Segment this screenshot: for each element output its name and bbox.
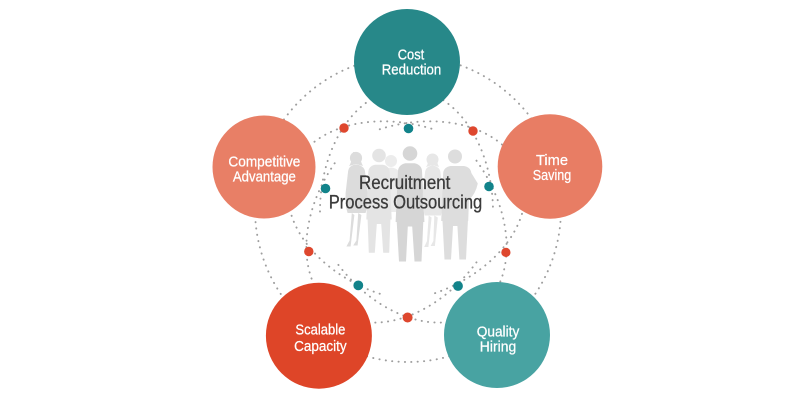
svg-text:Time: Time [536,153,568,169]
svg-text:Quality: Quality [477,324,520,340]
svg-text:Process Outsourcing: Process Outsourcing [329,192,483,214]
svg-text:Reduction: Reduction [382,62,442,78]
svg-text:Competitive: Competitive [228,155,300,171]
svg-text:Cost: Cost [398,47,425,63]
svg-text:Hiring: Hiring [480,340,516,356]
svg-text:Recruitment: Recruitment [359,172,451,194]
svg-text:Capacity: Capacity [294,339,347,355]
svg-text:Saving: Saving [533,168,572,184]
svg-text:Scalable: Scalable [295,322,345,338]
svg-text:Advantage: Advantage [233,170,296,186]
